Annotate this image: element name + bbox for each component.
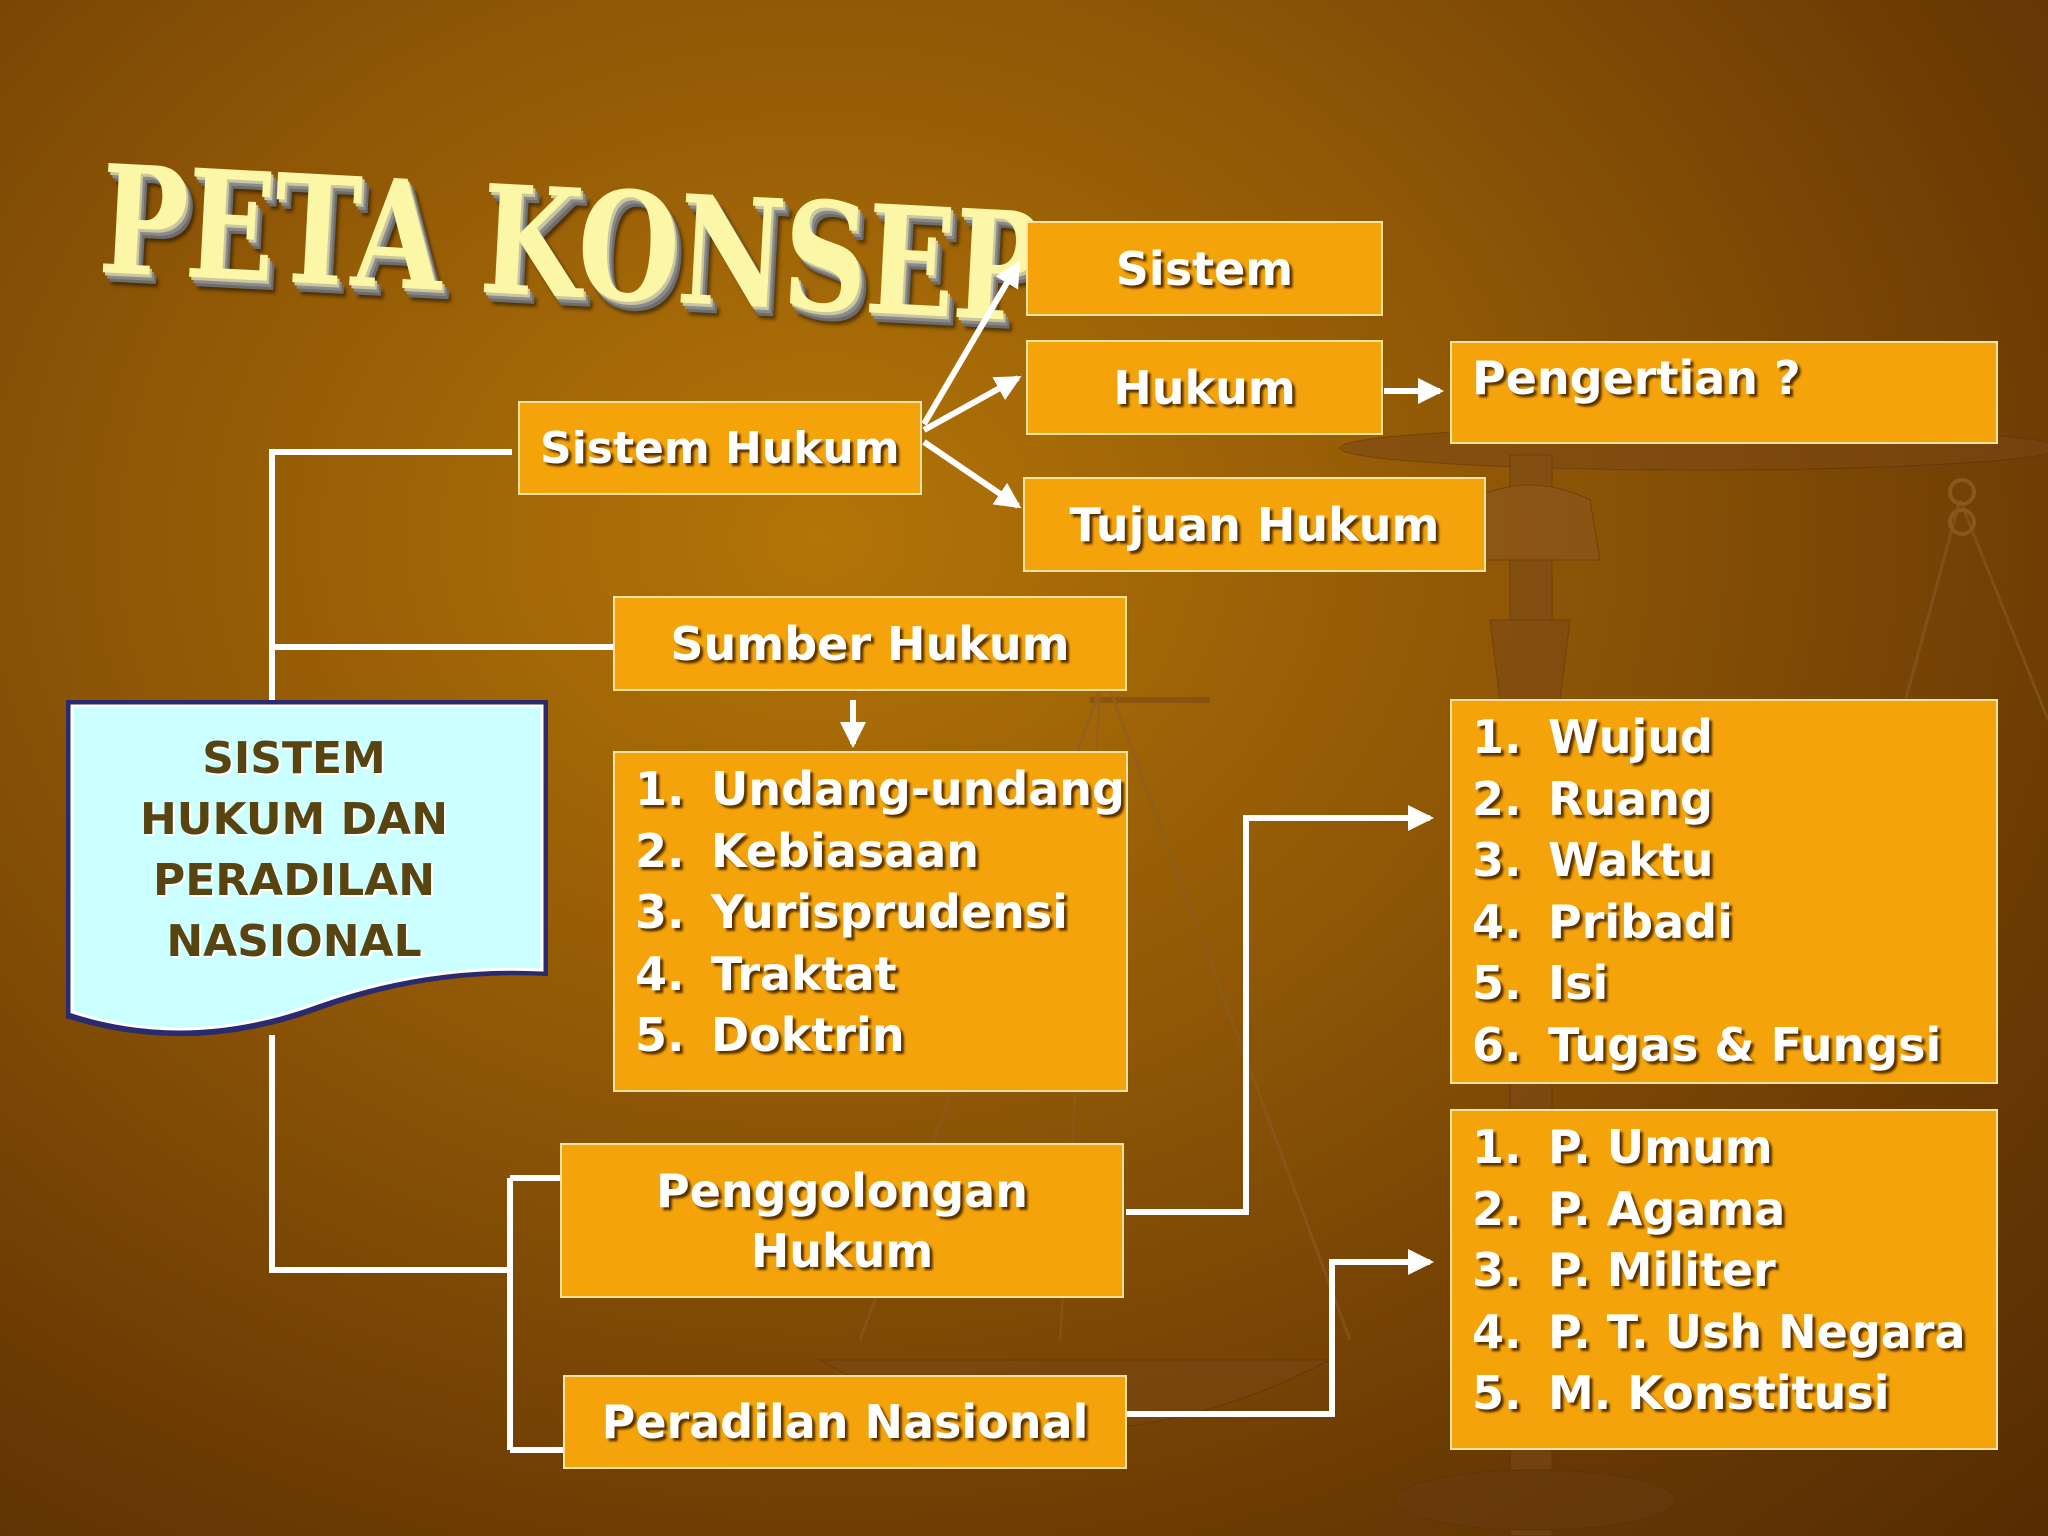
trunk-to-sistem-hukum-connector — [269, 449, 512, 700]
penggolongan-hukum-item-number: 6. — [1472, 1017, 1522, 1072]
sumber-hukum-list: 1. Undang-undang 2. Kebiasaan 3. Yurisprudens… — [613, 751, 1128, 1092]
penggolongan-hukum-item: 3. Waktu — [1472, 830, 1996, 892]
node-sistem: Sistem — [1026, 221, 1383, 316]
arrow-to-tujuan-hukum — [922, 439, 1022, 509]
penggolongan-hukum-item-text: Waktu — [1548, 833, 1714, 887]
trunk-to-lower-connector — [269, 1035, 510, 1273]
sumber-hukum-item-text: Yurisprudensi — [711, 885, 1068, 939]
node-pengertian: Pengertian ? — [1450, 341, 1998, 444]
penggolongan-hukum-list: 1. Wujud 2. Ruang 3. Waktu 4. Pribadi 5. Isi 6. Tug… — [1450, 699, 1998, 1084]
penggolongan-hukum-item: 1. Wujud — [1472, 707, 1996, 769]
sumber-hukum-item: 4. Traktat — [635, 944, 1126, 1006]
peradilan-nasional-item-number: 1. — [1472, 1120, 1522, 1174]
peradilan-nasional-item-text: P. T. Ush Negara — [1548, 1304, 1966, 1359]
peradilan-nasional-item-number: 5. — [1472, 1366, 1522, 1420]
sumber-hukum-item-text: Undang-undang — [711, 762, 1125, 816]
peradilan-nasional-item-text: P. Agama — [1548, 1181, 1786, 1236]
penggolongan-hukum-item: 2. Ruang — [1472, 769, 1996, 831]
penggolongan-hukum-item: 5. Isi — [1472, 953, 1996, 1015]
peradilan-nasional-item: 3. P. Militer — [1472, 1240, 1996, 1302]
node-peradilan-nasional: Peradilan Nasional — [563, 1375, 1127, 1469]
peradilan-nasional-item-text: M. Konstitusi — [1548, 1366, 1890, 1420]
sumber-hukum-item-text: Traktat — [711, 946, 897, 1001]
arrow-to-sistem — [921, 260, 1021, 426]
sumber-hukum-item-number: 1. — [635, 762, 685, 816]
node-sistem-hukum: Sistem Hukum — [518, 401, 922, 495]
node-sumber-hukum: Sumber Hukum — [613, 596, 1127, 691]
node-sistem-label: Sistem — [1115, 241, 1294, 296]
peradilan-nasional-item: 1. P. Umum — [1472, 1117, 1996, 1179]
peradilan-nasional-item-text: P. Umum — [1548, 1120, 1773, 1174]
penggolongan-hukum-item-number: 2. — [1472, 771, 1522, 826]
node-tujuan-hukum-label: Tujuan Hukum — [1069, 497, 1440, 552]
sumber-hukum-item: 1. Undang-undang — [635, 759, 1126, 821]
sumber-hukum-item-number: 5. — [635, 1008, 685, 1062]
node-hukum: Hukum — [1026, 340, 1383, 435]
sumber-hukum-item: 3. Yurisprudensi — [635, 882, 1126, 944]
arrow-to-peradilan-list — [1126, 1249, 1434, 1417]
peradilan-nasional-item: 4. P. T. Ush Negara — [1472, 1302, 1996, 1364]
arrow-to-hukum — [922, 375, 1022, 433]
peradilan-nasional-item-number: 3. — [1472, 1243, 1522, 1297]
peradilan-nasional-list: 1. P. Umum 2. P. Agama 3. P. Militer 4. P. T. U… — [1450, 1109, 1998, 1450]
sumber-hukum-item-text: Kebiasaan — [711, 823, 979, 878]
node-peradilan-nasional-label: Peradilan Nasional — [601, 1395, 1089, 1449]
peradilan-nasional-item-text: P. Militer — [1548, 1243, 1776, 1297]
penggolongan-hukum-item-number: 1. — [1472, 710, 1522, 764]
sumber-hukum-item-text: Doktrin — [711, 1008, 905, 1062]
penggolongan-hukum-item-number: 4. — [1472, 894, 1522, 949]
penggolongan-hukum-item: 6. Tugas & Fungsi — [1472, 1015, 1996, 1077]
node-penggolongan-hukum: Penggolongan Hukum — [560, 1143, 1124, 1298]
peradilan-nasional-item: 2. P. Agama — [1472, 1179, 1996, 1241]
sumber-hukum-item-number: 3. — [635, 885, 685, 939]
penggolongan-hukum-item-text: Ruang — [1548, 771, 1713, 826]
penggolongan-hukum-item-text: Tugas & Fungsi — [1548, 1017, 1942, 1072]
node-sistem-hukum-label: Sistem Hukum — [540, 422, 900, 474]
penggolongan-hukum-item-number: 5. — [1472, 956, 1522, 1010]
node-sumber-hukum-label: Sumber Hukum — [670, 616, 1070, 671]
sumber-hukum-item-number: 2. — [635, 823, 685, 878]
node-tujuan-hukum: Tujuan Hukum — [1023, 477, 1486, 572]
sumber-hukum-item-number: 4. — [635, 946, 685, 1001]
node-penggolongan-hukum-label: Penggolongan Hukum — [656, 1163, 1028, 1278]
node-pengertian-label: Pengertian ? — [1472, 351, 1801, 405]
sumber-hukum-item: 2. Kebiasaan — [635, 821, 1126, 883]
peradilan-nasional-item: 5. M. Konstitusi — [1472, 1363, 1996, 1425]
penggolongan-hukum-item-number: 3. — [1472, 833, 1522, 887]
penggolongan-hukum-item-text: Isi — [1548, 956, 1609, 1010]
node-hukum-label: Hukum — [1113, 360, 1296, 415]
penggolongan-hukum-item-text: Wujud — [1548, 710, 1713, 764]
arrow-to-penggolongan-list — [1126, 805, 1434, 1215]
penggolongan-hukum-item: 4. Pribadi — [1472, 892, 1996, 954]
peradilan-nasional-item-number: 2. — [1472, 1181, 1522, 1236]
peradilan-nasional-item-number: 4. — [1472, 1304, 1522, 1359]
sumber-hukum-item: 5. Doktrin — [635, 1005, 1126, 1067]
penggolongan-hukum-item-text: Pribadi — [1548, 894, 1733, 949]
